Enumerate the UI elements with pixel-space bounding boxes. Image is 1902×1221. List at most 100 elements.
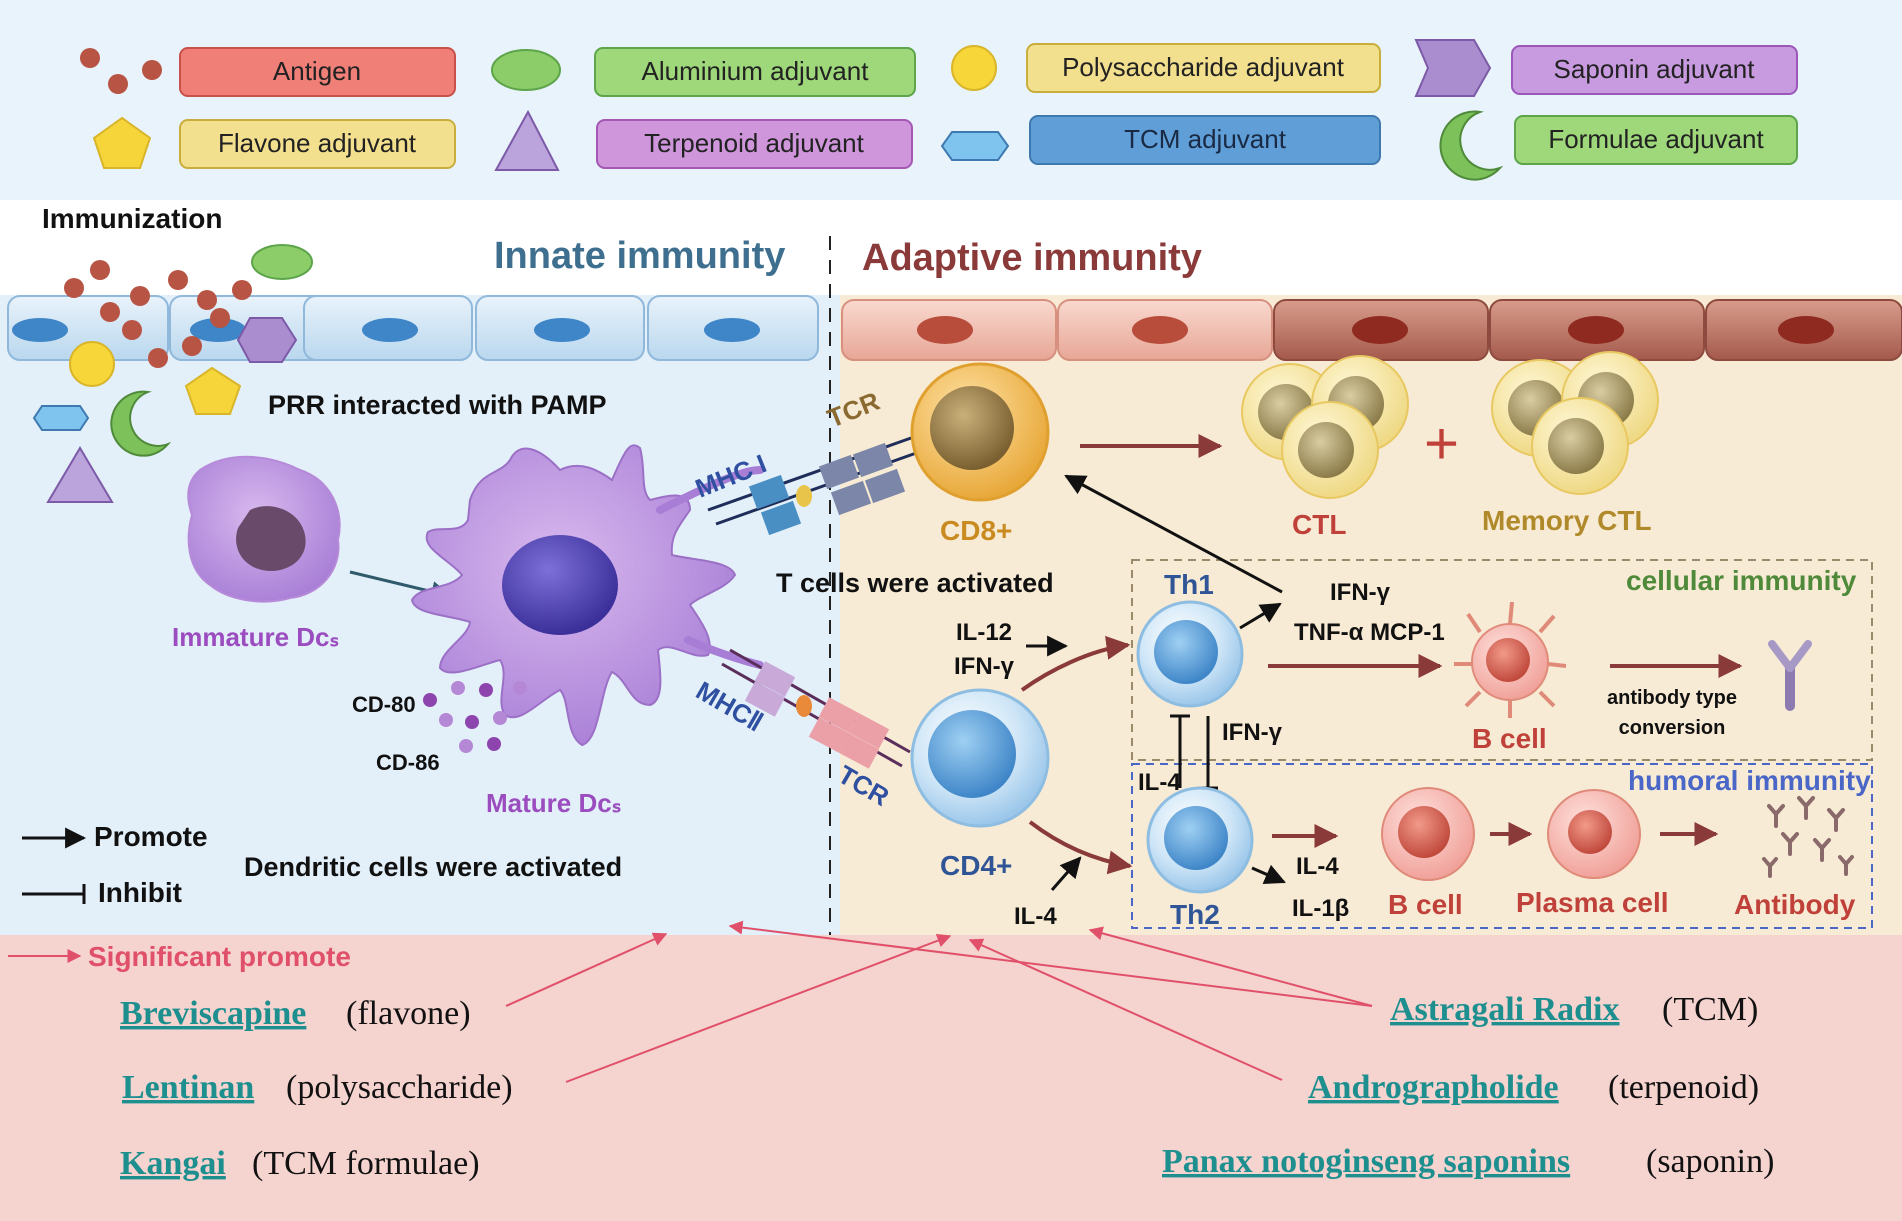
costimulatory-molecules <box>423 681 527 753</box>
il4-th2-label: IL-4 <box>1296 853 1339 880</box>
plus-sign: + <box>1424 410 1459 477</box>
compound-panax-type: (saponin) <box>1646 1143 1774 1180</box>
compound-lentinan: Lentinan (polysaccharide) <box>122 1069 513 1106</box>
compound-breviscapine: Breviscapine (flavone) <box>120 995 471 1032</box>
t-cells-activated-label: T cells were activated <box>776 568 1054 598</box>
compound-lentinan-name: Lentinan <box>122 1069 254 1106</box>
th1-cell <box>1136 600 1244 708</box>
promote-key-label: Promote <box>94 821 208 852</box>
il1b-label: IL-1β <box>1292 895 1349 922</box>
innate-immunity-title: Innate immunity <box>494 235 785 277</box>
compound-breviscapine-name: Breviscapine <box>120 995 306 1032</box>
compound-andrographolide: Andrographolide (terpenoid) <box>1308 1069 1759 1106</box>
legend-tcm: TCM adjuvant <box>1029 115 1381 165</box>
compound-andrographolide-name: Andrographolide <box>1308 1069 1559 1106</box>
adaptive-immunity-title: Adaptive immunity <box>862 237 1202 279</box>
mhc-i-tcr-complex <box>707 430 937 536</box>
humoral-immunity-box <box>1131 763 1873 929</box>
th2-cytokine-arrow <box>1251 864 1286 885</box>
saponin-adjuvant-icon <box>1414 39 1492 97</box>
legend-polysaccharide: Polysaccharide adjuvant <box>1026 43 1381 93</box>
legend-formulae-label: Formulae adjuvant <box>1548 124 1764 154</box>
compound-breviscapine-type: (flavone) <box>346 995 471 1032</box>
tnf-mcp-label: TNF-α MCP-1 <box>1294 619 1445 646</box>
cellular-immunity-box <box>1131 559 1873 761</box>
humoral-immunity-label: humoral immunity <box>1628 765 1871 796</box>
compound-panel <box>0 935 1902 1221</box>
antibody-type-label: antibody type <box>1607 687 1737 709</box>
legend-aluminium: Aluminium adjuvant <box>594 47 916 97</box>
ctl-label: CTL <box>1292 509 1346 540</box>
cd4-t-cell <box>910 688 1050 828</box>
antibody-conversion-label: conversion <box>1619 717 1726 739</box>
ifn-g-th1-label: IFN-γ <box>1330 579 1391 606</box>
th1-ifn-arrow <box>1239 602 1282 630</box>
compound-astragali-radix: Astragali Radix (TCM) <box>1390 991 1758 1028</box>
immature-dc-cell <box>187 455 341 603</box>
legend-saponin: Saponin adjuvant <box>1511 45 1798 95</box>
th1-label: Th1 <box>1164 569 1214 600</box>
compound-panax-notoginseng: Panax notoginseng saponins (saponin) <box>1162 1143 1774 1180</box>
compound-kangai-name: Kangai <box>120 1145 226 1182</box>
cd8-label: CD8+ <box>940 515 1012 546</box>
b-cell-humoral <box>1381 787 1475 881</box>
legend-flavone: Flavone adjuvant <box>179 119 456 169</box>
cd4-label: CD4+ <box>940 850 1012 881</box>
b-cell-top-label: B cell <box>1472 723 1547 754</box>
adaptive-epithelium <box>841 299 1902 361</box>
significant-promote-arrows <box>505 920 1373 1083</box>
legend-polysaccharide-label: Polysaccharide adjuvant <box>1062 52 1345 82</box>
legend-terpenoid-label: Terpenoid adjuvant <box>644 128 864 158</box>
compound-kangai-type: (TCM formulae) <box>252 1145 480 1182</box>
b-cell-bottom-label: B cell <box>1388 889 1463 920</box>
innate-epithelium <box>7 295 819 361</box>
cd8-t-cell <box>910 362 1050 502</box>
formulae-adjuvant-icon <box>1439 110 1504 181</box>
mhc-ii-tcr-complex <box>721 648 911 769</box>
il4-bottom-label: IL-4 <box>1014 903 1057 930</box>
th2-label: Th2 <box>1170 899 1220 930</box>
b-cell-activated <box>1454 601 1567 718</box>
legend-aluminium-label: Aluminium adjuvant <box>642 56 870 86</box>
adjuvant-cluster <box>32 244 313 503</box>
memory-ctl-cells <box>1491 351 1659 495</box>
immature-dcs-label: Immature Dcₛ <box>172 622 339 652</box>
antibody-y-icon <box>1768 640 1812 711</box>
il12-label: IL-12 <box>956 619 1012 646</box>
il4-bottom-arrow <box>1050 856 1082 891</box>
compound-astragali-name: Astragali Radix <box>1390 991 1620 1028</box>
compound-andrographolide-type: (terpenoid) <box>1608 1069 1759 1106</box>
inhibit-key-label: Inhibit <box>98 877 182 908</box>
legend-formulae: Formulae adjuvant <box>1514 115 1798 165</box>
antigen-icon <box>80 48 162 94</box>
tcm-adjuvant-icon <box>940 131 1010 161</box>
th1-to-cd8-arrow <box>1064 474 1283 594</box>
legend-flavone-label: Flavone adjuvant <box>218 128 417 158</box>
compound-kangai: Kangai (TCM formulae) <box>120 1145 480 1182</box>
legend-panel <box>0 0 1902 200</box>
legend-antigen: Antigen <box>179 47 456 97</box>
cd80-label: CD-80 <box>352 692 416 717</box>
legend-saponin-label: Saponin adjuvant <box>1554 54 1756 84</box>
antibody-label: Antibody <box>1734 889 1856 920</box>
cd4-to-th1-arrow <box>1020 635 1131 692</box>
plasma-cell-label: Plasma cell <box>1516 887 1669 918</box>
ifn-g-left-label: IFN-γ <box>954 653 1015 680</box>
memory-ctl-label: Memory CTL <box>1482 505 1652 536</box>
significant-key-label: Significant promote <box>88 941 351 972</box>
legend-tcm-label: TCM adjuvant <box>1124 124 1287 154</box>
cd4-to-th2-arrow <box>1028 820 1133 875</box>
legend: Antigen Aluminium adjuvant Polysaccharid… <box>80 39 1798 181</box>
ctl-cells <box>1241 355 1409 499</box>
flavone-adjuvant-icon <box>92 116 152 169</box>
immunization-label: Immunization <box>42 203 222 234</box>
compound-panax-name: Panax notoginseng saponins <box>1162 1143 1570 1180</box>
compound-lentinan-type: (polysaccharide) <box>286 1069 513 1106</box>
ifn-g-mid-label: IFN-γ <box>1222 719 1283 746</box>
aluminium-adjuvant-icon <box>491 49 561 91</box>
cd86-label: CD-86 <box>376 750 440 775</box>
legend-terpenoid: Terpenoid adjuvant <box>596 119 913 169</box>
polysaccharide-adjuvant-icon <box>951 45 997 91</box>
compound-astragali-type: (TCM) <box>1662 991 1758 1028</box>
